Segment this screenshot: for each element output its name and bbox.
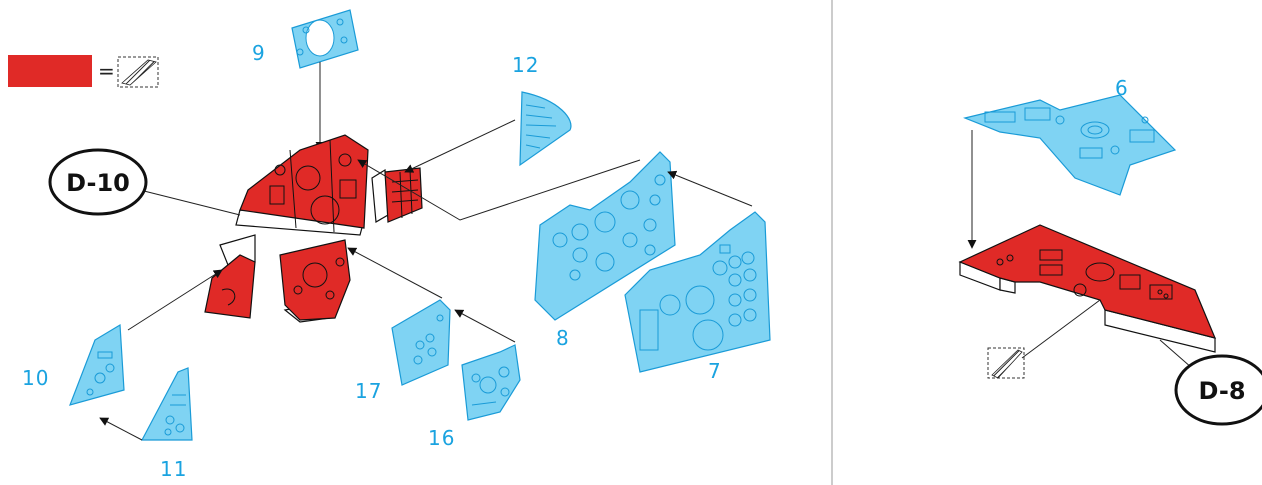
decal-11 [141,367,193,441]
label-8: 8 [556,326,570,350]
callout-d8-label: D-8 [1198,377,1245,405]
decal-9 [291,9,359,69]
decal-16 [461,344,521,421]
decal-17 [391,299,451,386]
label-10: 10 [22,366,49,390]
legend-equals: = [98,59,115,83]
label-9: 9 [252,41,266,65]
part-d8-panel [958,224,1217,353]
callout-d8: D-8 [1159,339,1262,426]
decal-7 [624,211,771,373]
label-7: 7 [708,359,722,383]
label-6: 6 [1115,76,1129,100]
decal-8 [534,151,676,321]
callout-d10-label: D-10 [66,169,130,197]
label-12: 12 [512,53,539,77]
legend: = [8,55,159,88]
decal-12 [519,91,572,167]
part-d10-panel [204,134,423,323]
decal-6 [963,94,1177,196]
legend-red-swatch [8,55,92,87]
label-16: 16 [428,426,455,450]
label-17: 17 [355,379,382,403]
label-11: 11 [160,457,187,481]
decal-10 [69,323,125,406]
callout-d10: D-10 [48,148,241,216]
hatch-marker-d8 [987,299,1101,379]
hatch-icon [117,56,159,88]
